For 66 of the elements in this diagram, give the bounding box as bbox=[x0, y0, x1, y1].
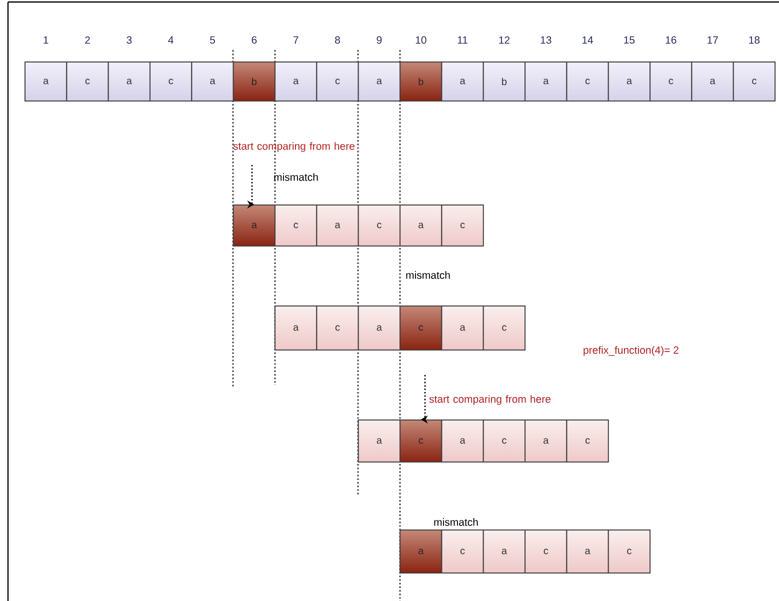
character-cell: a bbox=[441, 306, 484, 350]
column-number: 5 bbox=[210, 36, 215, 44]
character-cell: a bbox=[566, 530, 609, 574]
column-number: 4 bbox=[168, 36, 174, 44]
column-number: 7 bbox=[294, 36, 298, 44]
character-cell: c bbox=[524, 530, 568, 574]
character-cell: c bbox=[732, 62, 776, 102]
character-cell: c bbox=[66, 62, 109, 102]
character-cell: a bbox=[232, 204, 276, 246]
character-cell: a bbox=[316, 204, 359, 246]
column-number: 6 bbox=[252, 36, 257, 44]
character-cell: a bbox=[191, 62, 234, 102]
character-cell: c bbox=[274, 204, 318, 246]
column-number: 8 bbox=[335, 36, 340, 44]
character-cell: a bbox=[400, 530, 442, 574]
column-number: 1 bbox=[44, 36, 48, 44]
annotation: prefix_function(4)= 2 bbox=[584, 346, 678, 356]
character-cell: c bbox=[358, 204, 401, 246]
column-number: 11 bbox=[458, 36, 468, 44]
character-cell: a bbox=[400, 204, 442, 246]
character-cell: a bbox=[691, 62, 734, 102]
character-cell: a bbox=[24, 62, 68, 102]
column-number: 16 bbox=[666, 36, 676, 44]
character-cell: a bbox=[441, 420, 484, 462]
character-cell: a bbox=[274, 306, 318, 350]
character-cell: b bbox=[400, 62, 442, 102]
annotation: start comparing from here bbox=[233, 142, 354, 152]
character-cell: c bbox=[566, 62, 609, 102]
character-cell: c bbox=[441, 204, 484, 246]
column-number: 3 bbox=[126, 36, 132, 44]
column-number: 17 bbox=[708, 36, 718, 44]
character-cell: a bbox=[274, 62, 318, 102]
character-cell: c bbox=[150, 62, 192, 102]
column-number: 18 bbox=[749, 36, 760, 44]
character-cell: c bbox=[608, 530, 651, 574]
annotation: start comparing from here bbox=[429, 395, 550, 405]
character-cell: c bbox=[482, 420, 526, 462]
character-cell: c bbox=[316, 306, 359, 350]
character-cell: c bbox=[316, 62, 359, 102]
character-cell: c bbox=[400, 306, 442, 350]
character-cell: a bbox=[108, 62, 151, 102]
character-cell: c bbox=[400, 420, 442, 462]
column-number: 13 bbox=[540, 36, 552, 44]
character-cell: c bbox=[566, 420, 609, 462]
character-cell: c bbox=[482, 306, 526, 350]
column-number: 2 bbox=[85, 36, 90, 44]
character-cell: b bbox=[482, 62, 526, 102]
character-cell: a bbox=[482, 530, 526, 574]
column-number: 10 bbox=[416, 36, 426, 44]
annotation: mismatch bbox=[434, 518, 478, 526]
character-cell: b bbox=[232, 62, 276, 102]
column-number: 15 bbox=[624, 36, 635, 44]
character-cell: a bbox=[358, 420, 401, 462]
column-number: 12 bbox=[499, 36, 510, 44]
character-cell: a bbox=[358, 62, 401, 102]
character-cell: a bbox=[524, 420, 568, 462]
column-number: 9 bbox=[376, 36, 382, 44]
annotation: mismatch bbox=[274, 173, 318, 181]
character-cell: c bbox=[441, 530, 484, 574]
column-number: 14 bbox=[582, 36, 594, 44]
character-cell: a bbox=[524, 62, 568, 102]
character-cell: a bbox=[608, 62, 651, 102]
annotation: mismatch bbox=[406, 271, 450, 279]
character-cell: c bbox=[650, 62, 692, 102]
character-cell: a bbox=[358, 306, 401, 350]
character-cell: a bbox=[441, 62, 484, 102]
